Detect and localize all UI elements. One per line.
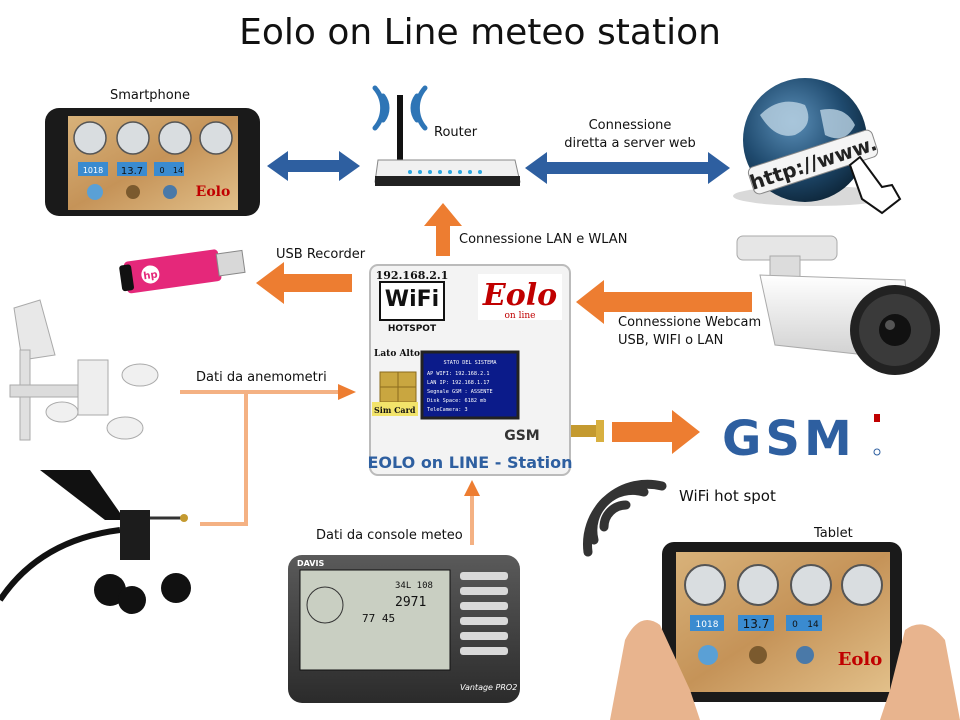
screen-line-4: Segnale GSM : ASSENTE xyxy=(427,389,493,395)
phone-router-arrow xyxy=(267,151,360,181)
gsm-logo: GSM xyxy=(722,411,881,467)
wifi-hotspot-icon xyxy=(583,479,667,557)
smartphone: 1018 13.7 0 14 Eolo xyxy=(45,108,260,216)
router xyxy=(372,85,521,186)
station-usb-arrow xyxy=(256,262,352,304)
gsm-logo-text: GSM xyxy=(722,411,856,467)
wifi-hotspot-label: WiFi hot spot xyxy=(679,487,776,505)
anemometer-top xyxy=(9,299,159,441)
tablet-value-2: 13.7 xyxy=(743,617,770,631)
console-brand: DAVIS xyxy=(297,559,324,568)
console-readout-2: 2971 xyxy=(395,595,426,610)
station-ip: 192.168.2.1 xyxy=(376,269,449,282)
smartphone-label: Smartphone xyxy=(109,88,190,103)
weather-console: DAVIS 34L 108 2971 77 45 Vantage PRO2 xyxy=(288,555,520,703)
server-label-1: Connessione xyxy=(588,118,672,133)
screen-line-2: AP WIFI: 192.168.2.1 xyxy=(427,371,489,377)
phone-value-2: 13.7 xyxy=(121,166,143,177)
webcam-label-1: Connessione Webcam xyxy=(618,315,762,330)
console-readout-1: 34L 108 xyxy=(395,581,433,591)
console-readout-3: 77 45 xyxy=(362,612,395,625)
station-lato: Lato Alto xyxy=(374,349,420,359)
screen-line-3: LAN IP: 192.168.1.17 xyxy=(427,380,489,386)
anemometer-arrowhead xyxy=(338,384,356,400)
station-logo-sub: on line xyxy=(505,311,536,321)
router-label: Router xyxy=(434,125,478,140)
anemometer-connector xyxy=(180,390,340,526)
webcam xyxy=(736,235,940,375)
station-router-arrow xyxy=(424,203,462,256)
station-logo: Eolo xyxy=(482,278,557,313)
screen-line-6: TeleCamera: 3 xyxy=(427,407,468,413)
server-label-2: diretta a server web xyxy=(564,136,696,151)
usb-brand: hp xyxy=(143,270,159,283)
phone-value-3: 0 xyxy=(159,166,164,175)
tablet-label: Tablet xyxy=(814,526,853,541)
tablet-logo: Eolo xyxy=(838,649,883,670)
tablet-value-4: 14 xyxy=(807,620,819,630)
screen-line-5: Disk Space: 6182 mb xyxy=(427,398,486,404)
tablet: 1018 13.7 0 14 Eolo xyxy=(610,542,960,720)
page-title: Eolo on Line meteo station xyxy=(239,12,721,53)
console-model: Vantage PRO2 xyxy=(460,683,517,692)
station-gsm: GSM xyxy=(504,428,540,444)
tablet-value-1: 1018 xyxy=(696,620,719,630)
station-wifi: WiFi xyxy=(385,287,439,312)
usb-label: USB Recorder xyxy=(276,247,366,262)
station-gsm-arrow xyxy=(612,410,700,454)
station-hotspot: HOTSPOT xyxy=(388,324,437,334)
anemometer-label: Dati da anemometri xyxy=(196,370,327,385)
station-box xyxy=(369,264,604,476)
station-name: EOLO on LINE - Station xyxy=(367,453,572,472)
usb-stick: hp xyxy=(119,249,246,294)
phone-logo: Eolo xyxy=(196,184,231,200)
webcam-label-2: USB, WIFI o LAN xyxy=(618,333,724,348)
globe-icon: http://www. xyxy=(733,78,902,215)
phone-value-1: 1018 xyxy=(83,166,103,175)
phone-value-4: 14 xyxy=(173,166,183,175)
router-server-arrow xyxy=(525,152,730,184)
console-label: Dati da console meteo xyxy=(316,528,463,543)
webcam-station-arrow xyxy=(576,280,752,324)
station-sim: Sim Card xyxy=(374,405,416,415)
tablet-value-3: 0 xyxy=(792,620,798,630)
console-station-arrow xyxy=(464,480,480,545)
station-screen: STATO DEL SISTEMA AP WIFI: 192.168.2.1 L… xyxy=(427,360,497,413)
screen-line-1: STATO DEL SISTEMA xyxy=(443,360,497,366)
lan-label: Connessione LAN e WLAN xyxy=(459,232,628,247)
anemometer-bottom xyxy=(0,470,191,614)
